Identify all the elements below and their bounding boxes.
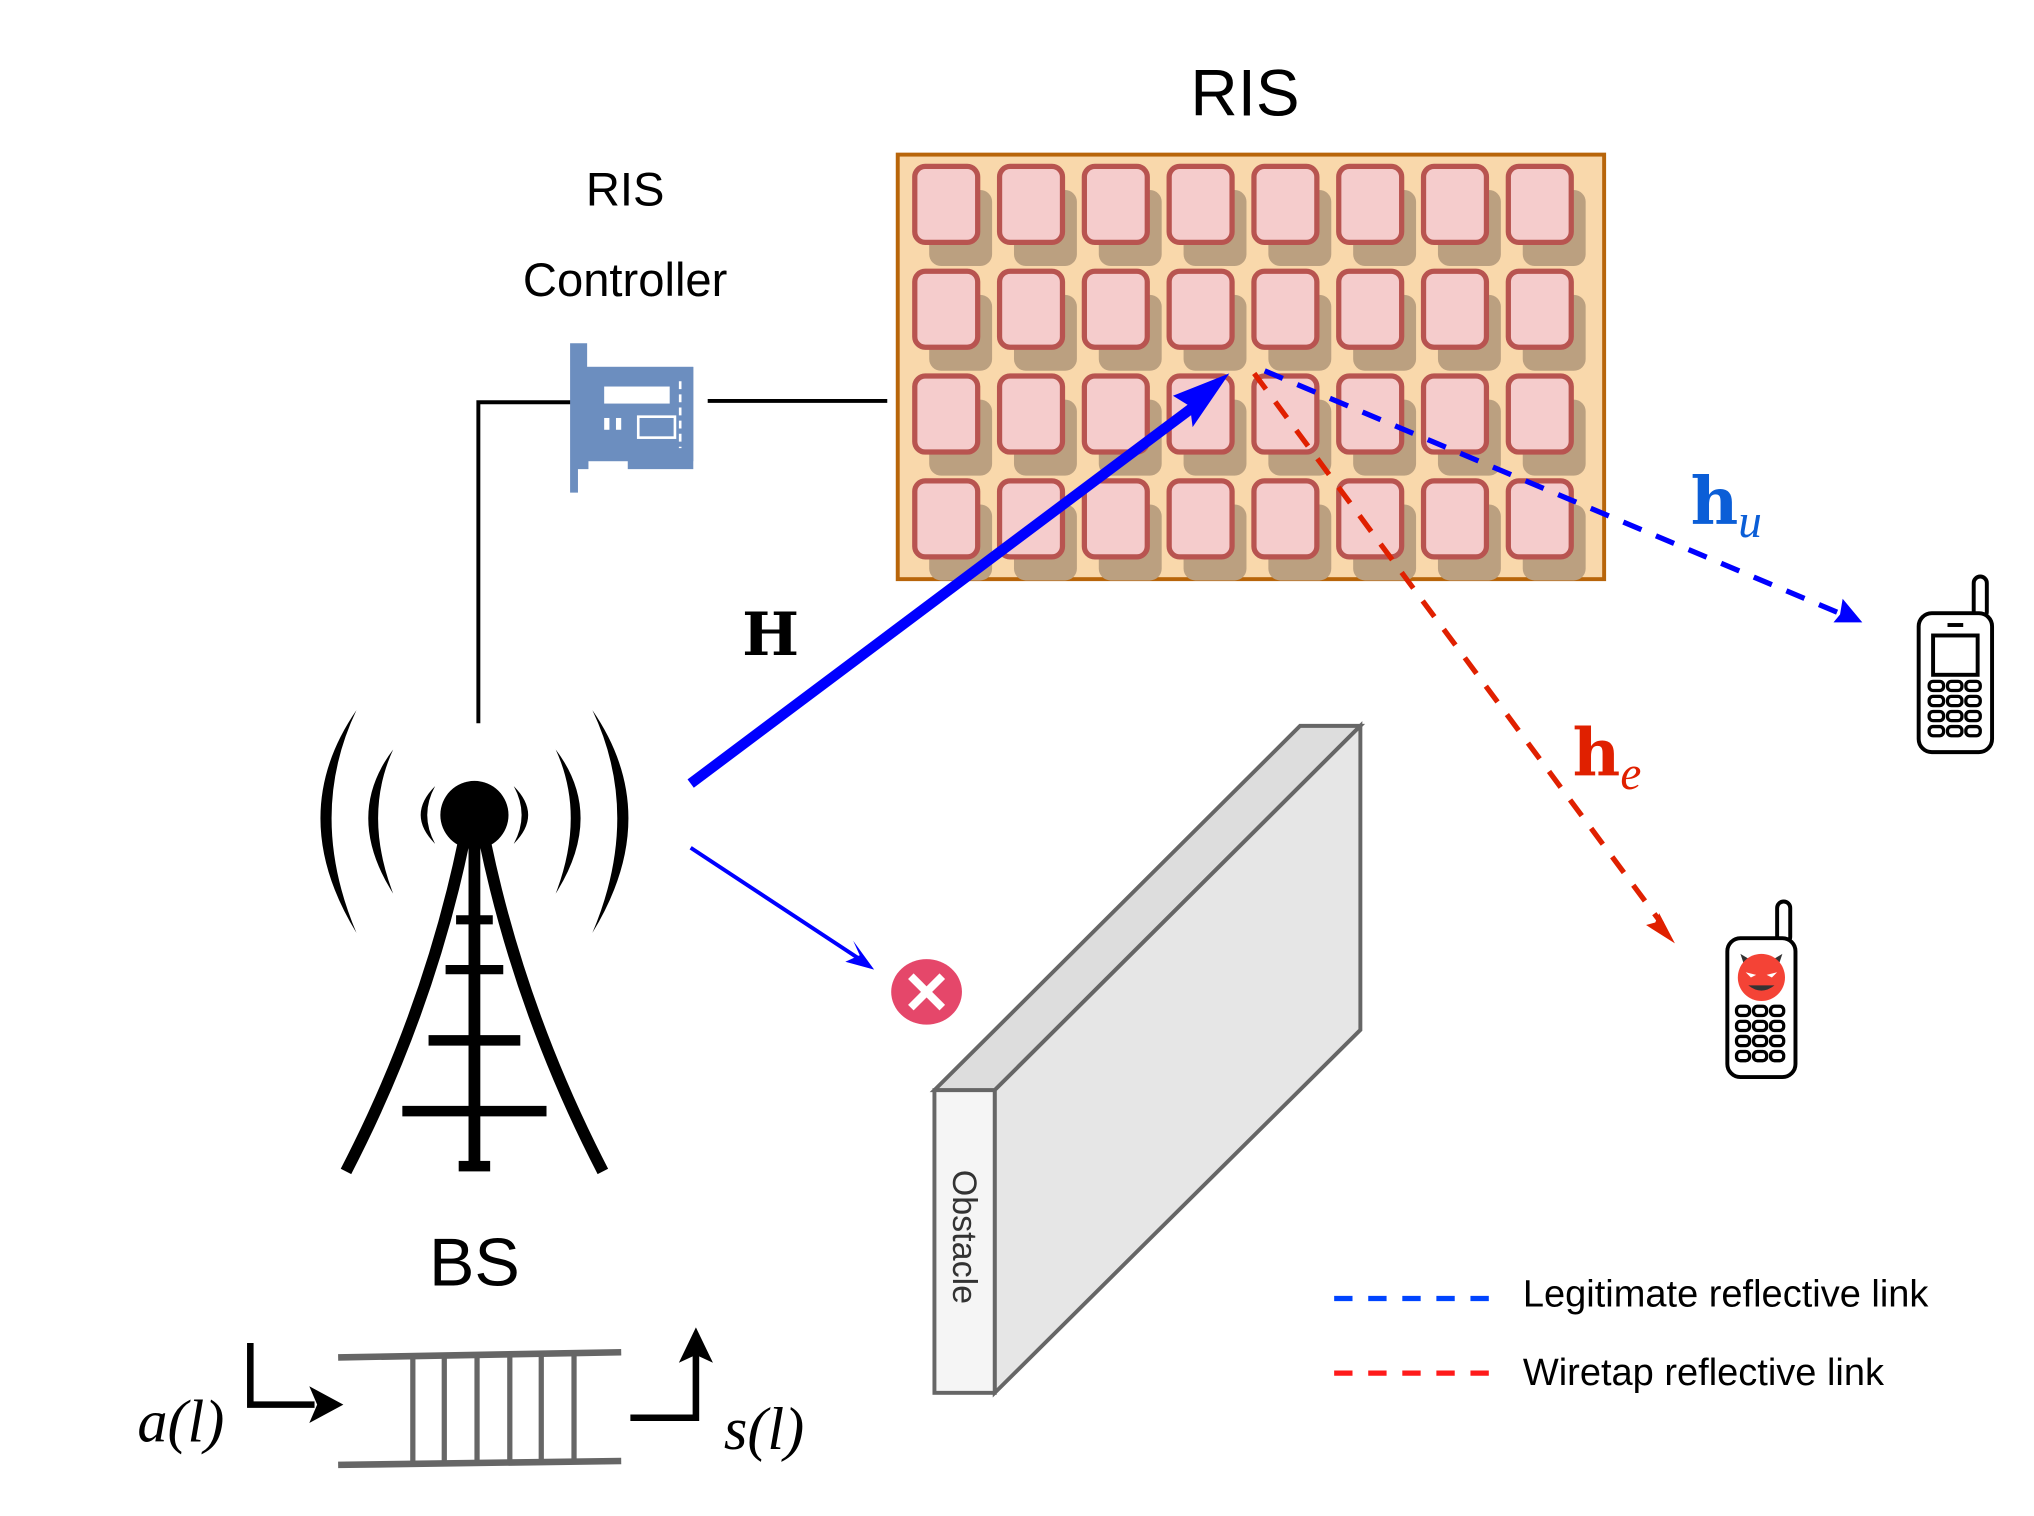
ris-element [1336, 163, 1417, 266]
keypad-key [1927, 709, 1946, 723]
ris-element [912, 373, 993, 476]
keypad-key [1768, 1004, 1786, 1018]
hu-sub: u [1738, 496, 1762, 548]
hu-main: h [1691, 463, 1739, 540]
keypad-key [1927, 694, 1946, 708]
keypad-key [1751, 1004, 1769, 1018]
keypad-key [1964, 709, 1982, 723]
ris-element [1420, 268, 1501, 371]
keypad-key [1734, 1049, 1752, 1063]
ris-element [996, 268, 1077, 371]
network-card-icon[interactable] [570, 343, 694, 493]
ris-element [1081, 478, 1162, 581]
blocked-direct-link [689, 846, 875, 970]
keypad-key [1964, 679, 1982, 693]
cell-tower-icon[interactable] [320, 710, 629, 1175]
keypad-key [1945, 709, 1964, 723]
ris-elements [912, 163, 1586, 581]
he-sub: e [1620, 748, 1641, 800]
ris-element [1166, 163, 1247, 266]
keypad-key [1751, 1019, 1769, 1033]
controller-label-line1: RIS [586, 163, 665, 216]
bs-label: BS [429, 1224, 520, 1300]
departure-label: s(l) [724, 1396, 804, 1463]
keypad-key [1945, 724, 1964, 738]
ris-element [912, 163, 993, 266]
channel-he-label: he [1573, 715, 1642, 800]
queue-buffer [338, 1348, 622, 1469]
keypad [1734, 1004, 1786, 1063]
ris-title: RIS [1190, 56, 1299, 129]
ris-element [912, 478, 993, 581]
legend-label-legitimate: Legitimate reflective link [1523, 1273, 1930, 1315]
ris-element [1336, 268, 1417, 371]
ris-element [1081, 163, 1162, 266]
obstacle: Obstacle [929, 721, 1366, 1398]
keypad-key [1768, 1034, 1786, 1048]
bs-controller-wire [476, 400, 575, 724]
keypad-key [1927, 724, 1946, 738]
ris-element [1166, 478, 1247, 581]
ris-element [996, 373, 1077, 476]
blocked-x-icon [891, 959, 962, 1025]
ris-element [1081, 373, 1162, 476]
keypad-key [1945, 679, 1964, 693]
arrival-arrow [247, 1343, 344, 1423]
channel-hu-label: hu [1691, 463, 1762, 548]
ris-element [1251, 163, 1332, 266]
ris-element [996, 163, 1077, 266]
ris-element [1081, 268, 1162, 371]
departure-arrow [630, 1327, 713, 1422]
ris-element [1166, 268, 1247, 371]
keypad-key [1734, 1019, 1752, 1033]
wiretap-link [1252, 371, 1675, 944]
ris-element [1251, 268, 1332, 371]
legend-label-wiretap: Wiretap reflective link [1523, 1352, 1885, 1394]
keypad-key [1768, 1049, 1786, 1063]
keypad-key [1927, 679, 1946, 693]
keypad [1927, 679, 1982, 738]
ris-element [1505, 268, 1586, 371]
ris-element [1420, 373, 1501, 476]
legend-item-wiretap: Wiretap reflective link [1334, 1352, 1885, 1394]
arrival-label: a(l) [137, 1388, 224, 1455]
ris-panel [895, 152, 1607, 582]
keypad-key [1964, 694, 1982, 708]
ris-element [1336, 478, 1417, 581]
ris-element [1420, 478, 1501, 581]
ris-element [1505, 373, 1586, 476]
mobile-phone-icon[interactable] [1916, 574, 1995, 755]
keypad-key [1734, 1034, 1752, 1048]
legend-item-legitimate: Legitimate reflective link [1334, 1273, 1929, 1315]
ris-element [1251, 478, 1332, 581]
keypad-key [1964, 724, 1982, 738]
controller-label-line2: Controller [523, 253, 727, 306]
keypad-key [1751, 1034, 1769, 1048]
channel-H-label: H [742, 599, 799, 670]
legend: Legitimate reflective link Wiretap refle… [1334, 1273, 1929, 1394]
legitimate-link [1263, 368, 1863, 623]
ris-element [1505, 478, 1586, 581]
keypad-key [1734, 1004, 1752, 1018]
keypad-key [1768, 1019, 1786, 1033]
he-main: h [1573, 715, 1621, 792]
ris-element [1505, 163, 1586, 266]
ris-element [1420, 163, 1501, 266]
keypad-key [1945, 694, 1964, 708]
devil-face-icon [1737, 953, 1785, 1002]
ris-element [912, 268, 993, 371]
keypad-key [1751, 1049, 1769, 1063]
bs-ris-link [687, 373, 1230, 788]
devil-mobile-phone-icon[interactable] [1725, 899, 1798, 1080]
obstacle-label: Obstacle [945, 1170, 983, 1304]
